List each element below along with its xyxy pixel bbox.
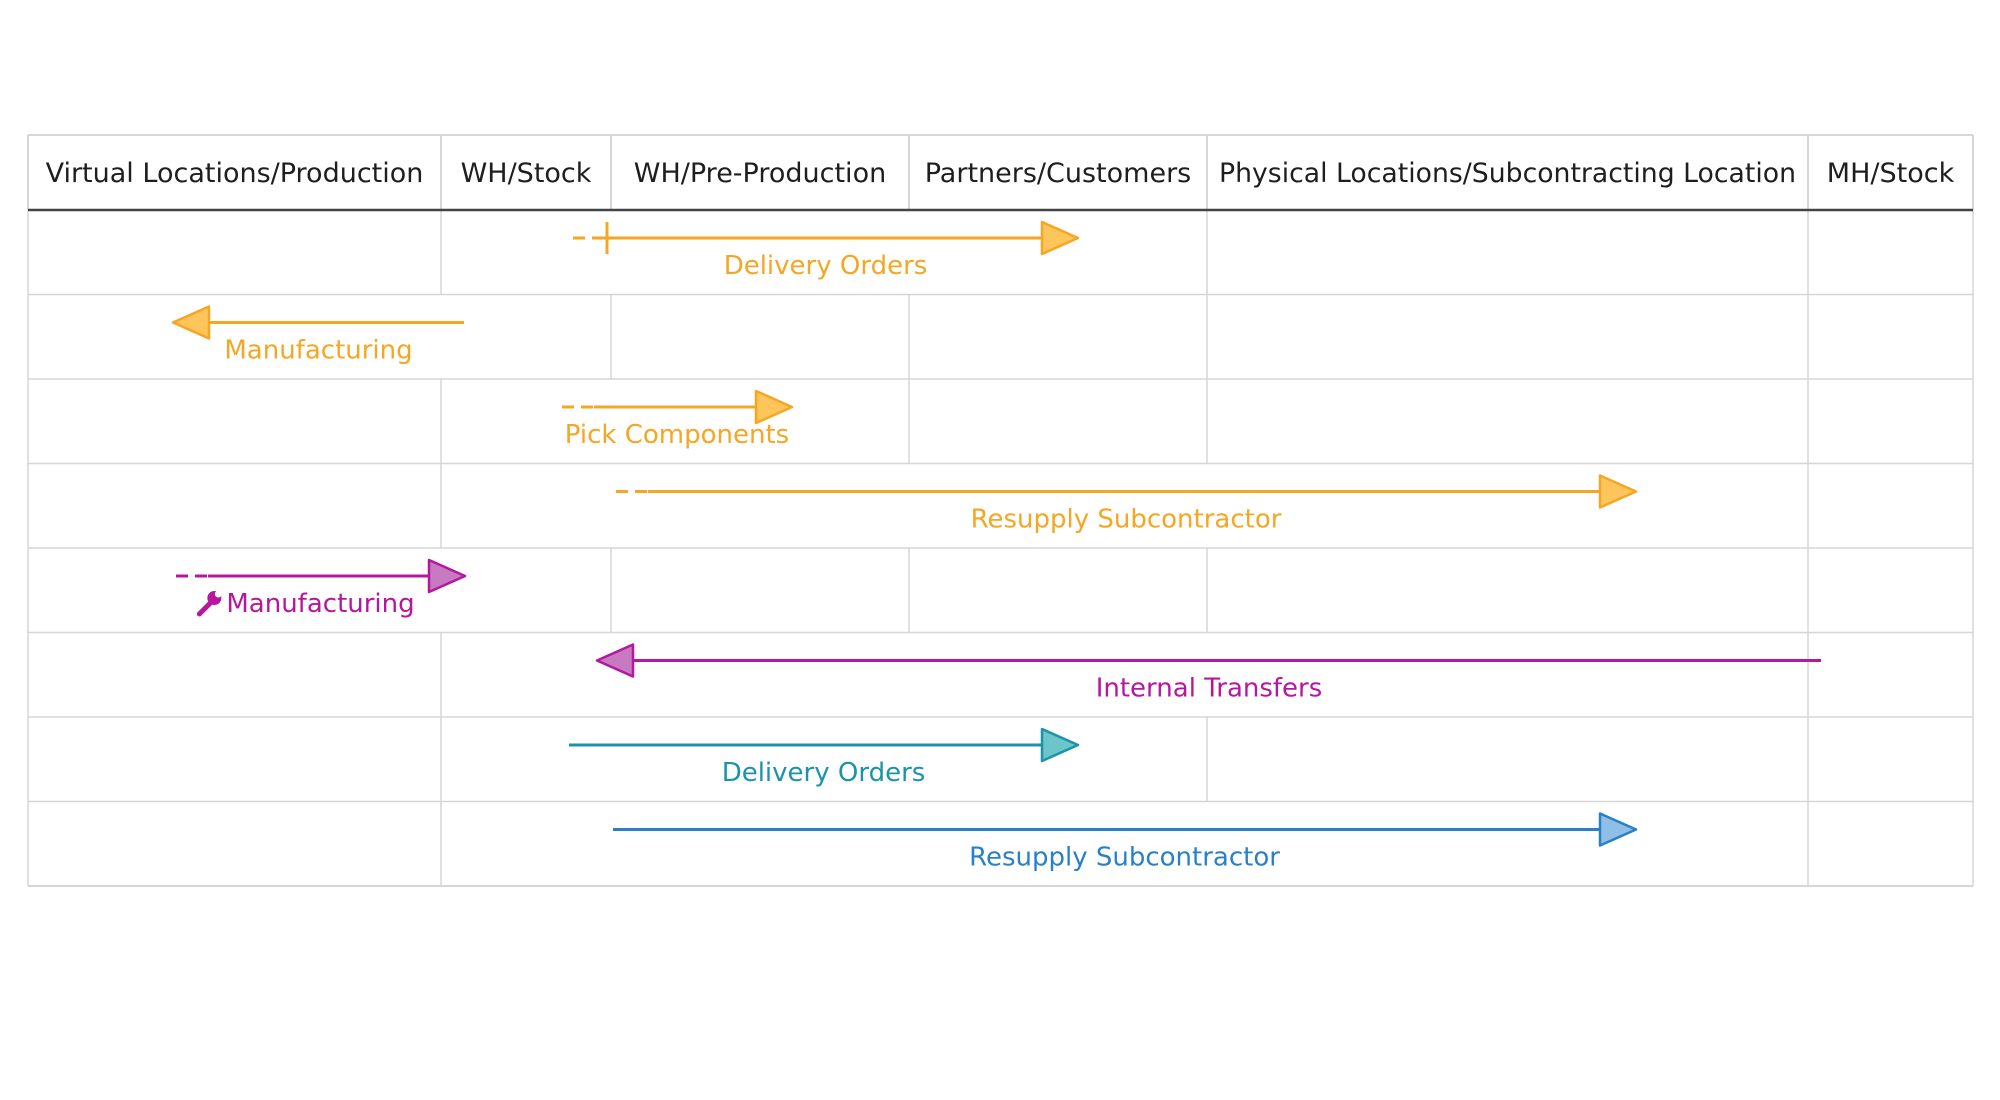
flow-label: Delivery Orders [722, 758, 926, 788]
flow-label: Internal Transfers [1096, 674, 1323, 704]
column-header: MH/Stock [1827, 158, 1955, 189]
column-header: Physical Locations/Subcontracting Locati… [1219, 158, 1796, 189]
flow-arrowhead [1040, 727, 1080, 763]
flow-arrowhead [1598, 474, 1638, 509]
flow-row: Delivery Orders [573, 220, 1080, 281]
column-header: WH/Stock [461, 158, 592, 189]
flow-row: Resupply Subcontractor [616, 474, 1638, 535]
column-header: Partners/Customers [925, 158, 1192, 189]
flow-row: Manufacturing [176, 558, 467, 619]
flow-label: Manufacturing [226, 589, 414, 619]
flow-label: Resupply Subcontractor [971, 505, 1282, 535]
flow-arrowhead [171, 305, 211, 340]
flow-row: Manufacturing [171, 305, 464, 366]
flow-label: Manufacturing [224, 336, 412, 366]
flow-arrowhead [1598, 812, 1638, 847]
grid-lines [27, 134, 1974, 887]
flow-label: Delivery Orders [724, 251, 928, 281]
flow-arrowhead [754, 389, 794, 425]
column-headers: Virtual Locations/Production WH/Stock WH/P… [46, 158, 1955, 189]
flow-row: Pick Components [562, 389, 794, 450]
flow-row: Delivery Orders [569, 727, 1080, 788]
column-header: Virtual Locations/Production [46, 158, 424, 189]
flow-label: Resupply Subcontractor [969, 843, 1280, 873]
flow-row: Internal Transfers [595, 643, 1821, 704]
flow-arrowhead [595, 643, 635, 678]
flow-arrowhead [427, 558, 467, 594]
flow-arrowhead [1040, 220, 1080, 256]
wrench-icon [196, 590, 222, 617]
flow-row: Resupply Subcontractor [613, 812, 1638, 873]
flow-label: Pick Components [565, 420, 789, 450]
column-header: WH/Pre-Production [634, 158, 886, 189]
